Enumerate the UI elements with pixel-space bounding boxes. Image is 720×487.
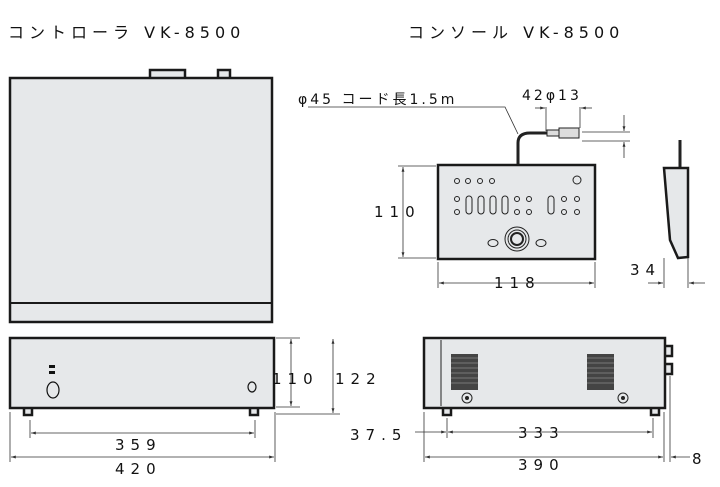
dim-console-rear: 8: [692, 450, 708, 468]
power-knob: [46, 381, 60, 399]
controller-title: コントローラ VK-8500: [8, 23, 245, 42]
console-long-view: [422, 336, 674, 417]
controller-front-view: [8, 336, 276, 417]
vent-grille: [451, 354, 478, 390]
led-indicator: [49, 365, 55, 368]
dim-console-front-offset: 37.5: [350, 426, 407, 444]
dim-console-height: 110: [374, 203, 421, 221]
dim-cord: φ45 コード長1.5m: [298, 92, 457, 108]
controller-dimensions: 110 122 359 420: [9, 337, 382, 478]
console-long-dimensions: 37.5 333 390 8: [350, 376, 708, 474]
dim-controller-width: 420: [115, 460, 162, 478]
dim-console-length: 390: [518, 456, 565, 474]
dim-console-foot-span: 333: [518, 424, 565, 442]
dim-controller-height: 110: [272, 370, 319, 388]
dim-console-depth: 34: [630, 261, 661, 279]
controller-top-view: [8, 68, 274, 324]
console-title: コンソール VK-8500: [408, 23, 624, 42]
dim-controller-height-total: 122: [335, 370, 382, 388]
console-top-dimensions: φ45 コード長1.5m 42φ13 110 118 34: [298, 88, 705, 292]
dim-controller-foot-span: 359: [115, 436, 162, 454]
dim-connector: 42φ13: [522, 88, 582, 104]
dim-console-width: 118: [494, 274, 541, 292]
console-side-view: [662, 140, 690, 260]
console-top-view: [436, 127, 597, 261]
vent-grille: [587, 354, 614, 390]
